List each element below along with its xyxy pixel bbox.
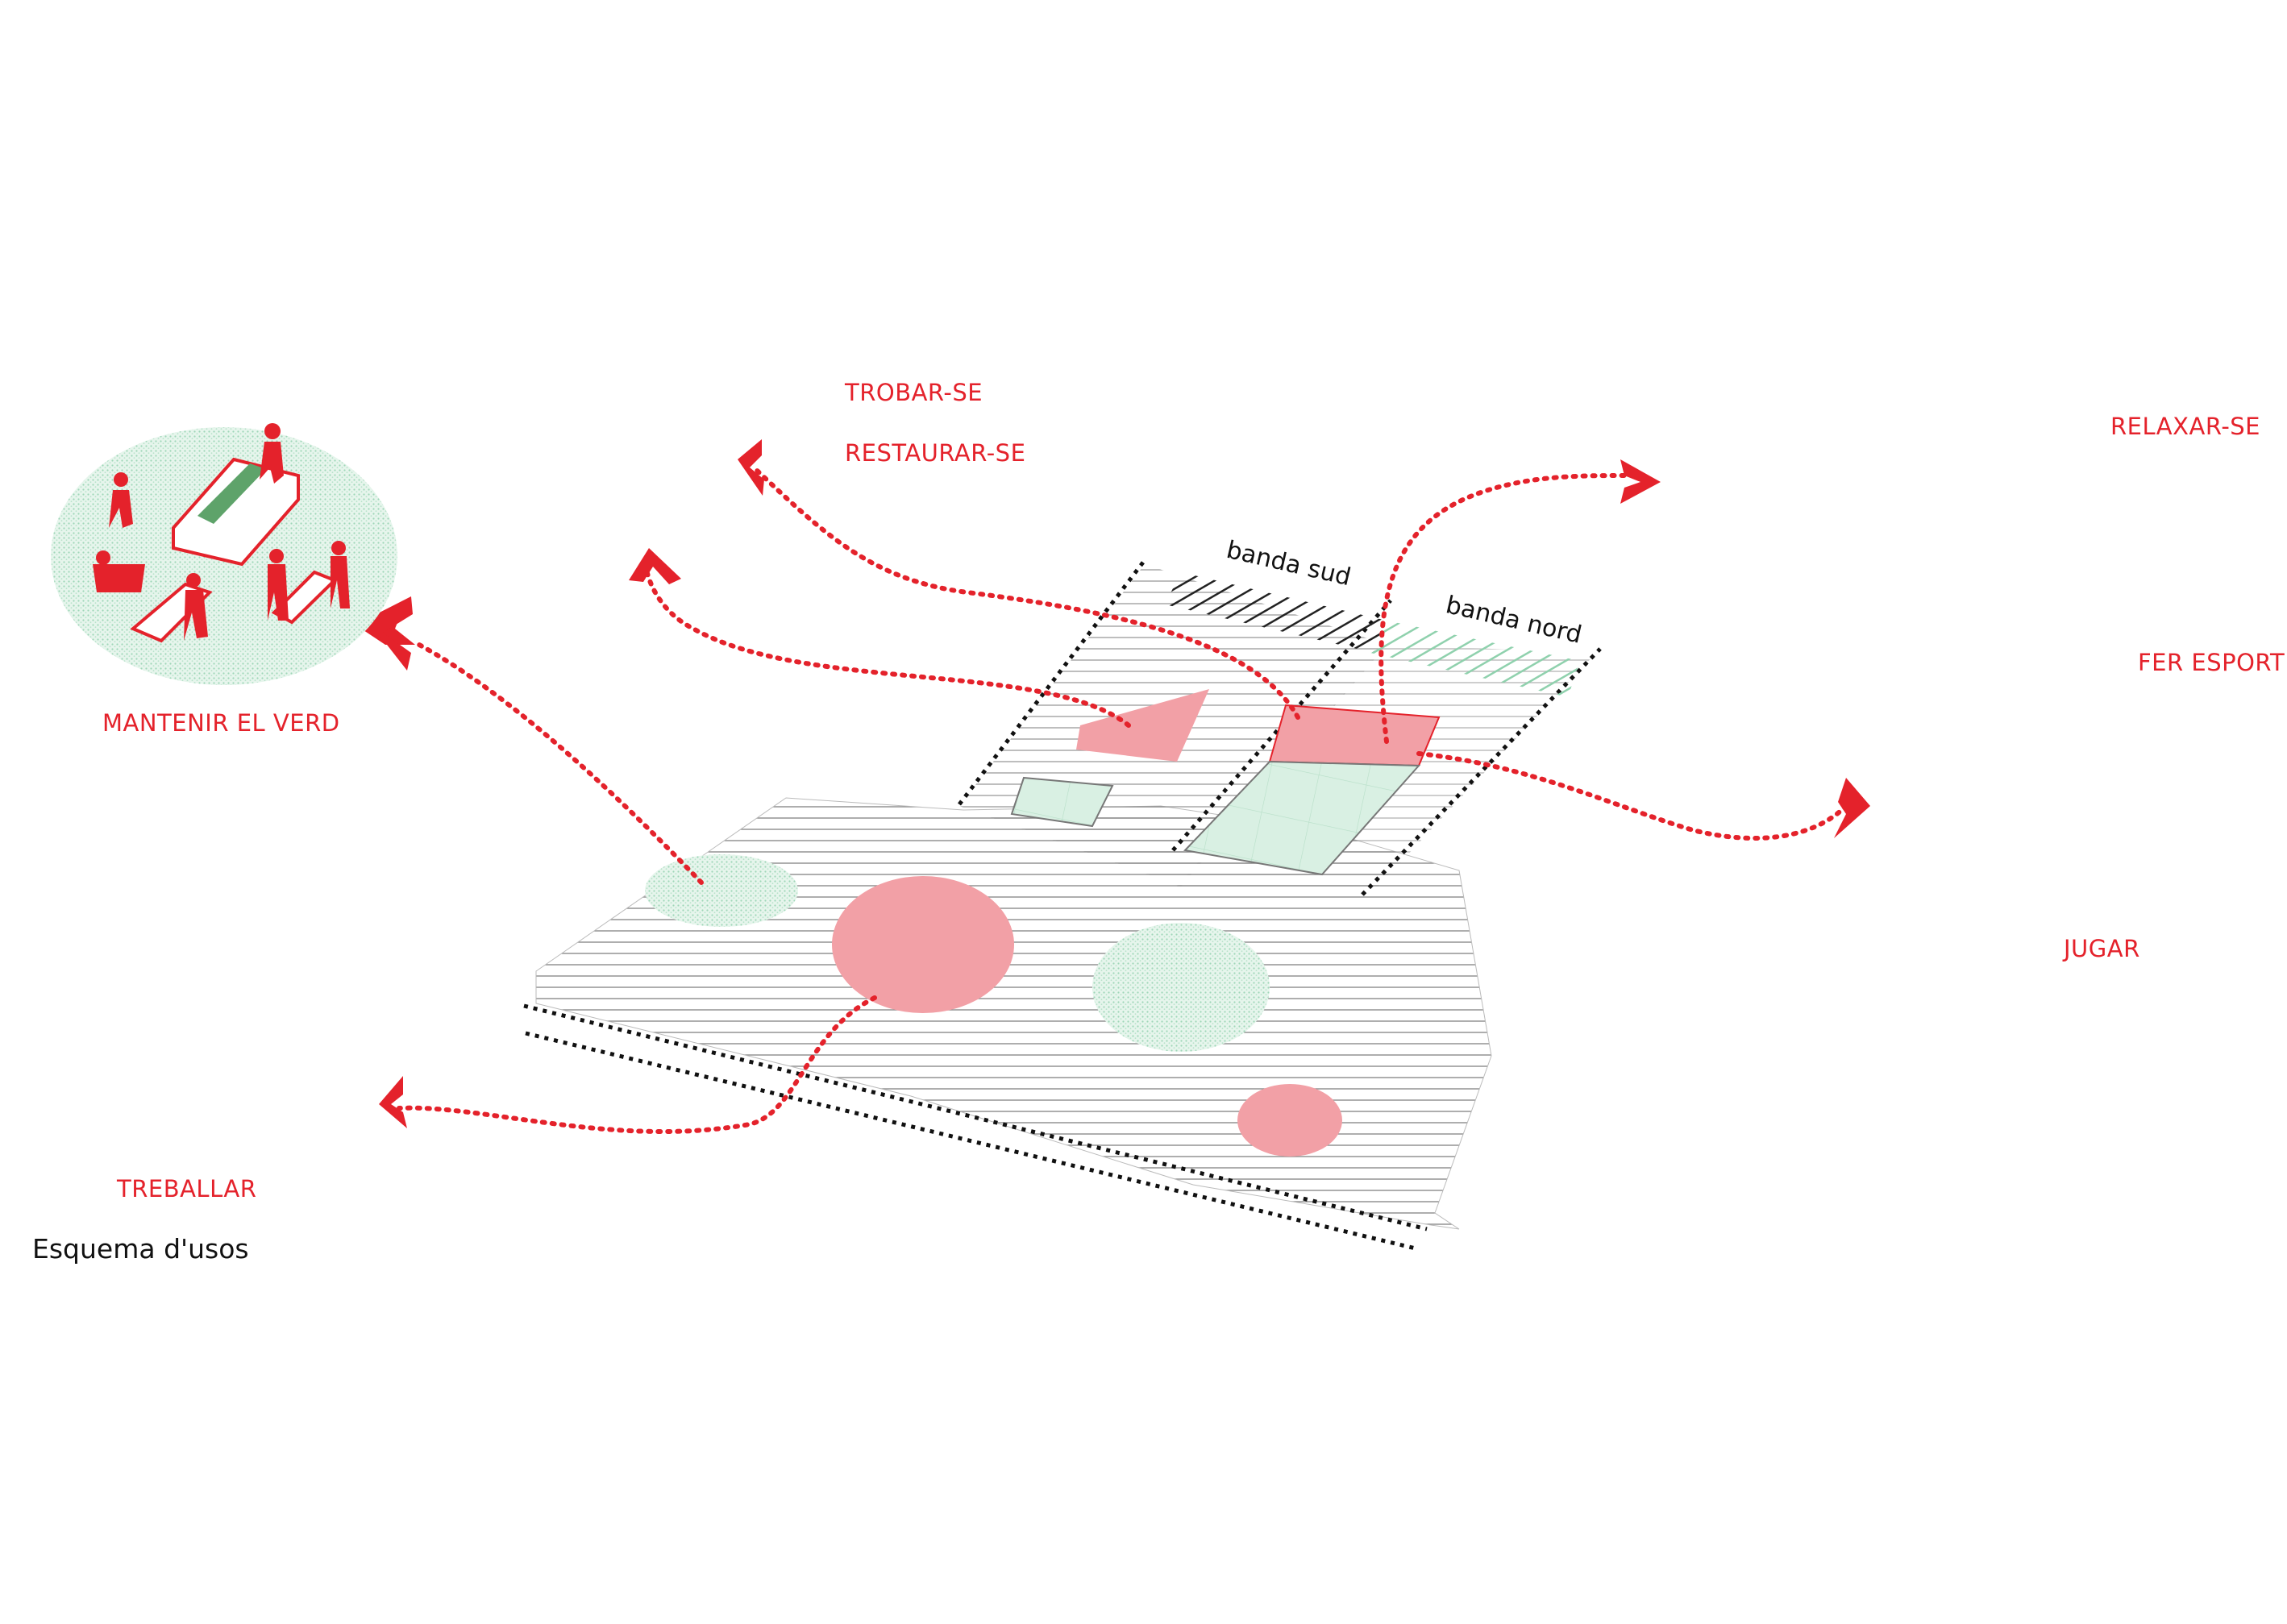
- label-relaxar: RELAXAR-SE: [2110, 413, 2261, 440]
- band-border-1: [958, 559, 1146, 806]
- arrow-to-relaxar: [1378, 473, 1631, 744]
- arrow-to-restaurar: [751, 465, 1300, 720]
- flow-arrows: [397, 465, 1848, 1134]
- chevron-icon: [379, 1076, 407, 1128]
- label-treballar: TREBALLAR: [117, 1175, 257, 1202]
- green-court-small: [1010, 776, 1114, 828]
- planter-gardening-icon: [51, 423, 397, 685]
- green-circle-left: [645, 854, 798, 927]
- front-edge-2: [525, 1031, 1420, 1252]
- chevron-icon: [1834, 778, 1870, 838]
- label-trobar: TROBAR-SE: [845, 379, 983, 406]
- north-band-hatch: [1370, 621, 1580, 697]
- label-jugar: JUGAR: [2064, 935, 2140, 962]
- label-mantenir: MANTENIR EL VERD: [102, 709, 340, 737]
- chevron-icon: [738, 439, 764, 496]
- chevron-icon: [629, 548, 681, 584]
- south-band-hatch: [1165, 572, 1387, 653]
- label-restaurar: RESTAURAR-SE: [845, 439, 1026, 467]
- green-circle-right: [1092, 923, 1270, 1052]
- arrow-to-esport: [1416, 751, 1848, 841]
- site-plan: [523, 559, 1602, 1252]
- green-court-north: [1183, 760, 1421, 876]
- pink-circle-center: [832, 876, 1014, 1013]
- diagram-caption: Esquema d'usos: [32, 1233, 249, 1265]
- cafe-zone: [1076, 689, 1209, 762]
- pink-circle-small: [1237, 1084, 1342, 1157]
- arrow-heads: [359, 439, 1870, 1128]
- label-fer-esport: FER ESPORT: [2138, 649, 2285, 676]
- chevron-icon: [1620, 459, 1661, 504]
- arrow-to-treballar: [397, 995, 877, 1134]
- front-edge-1: [523, 1003, 1428, 1231]
- arrow-to-mantenir: [417, 642, 704, 885]
